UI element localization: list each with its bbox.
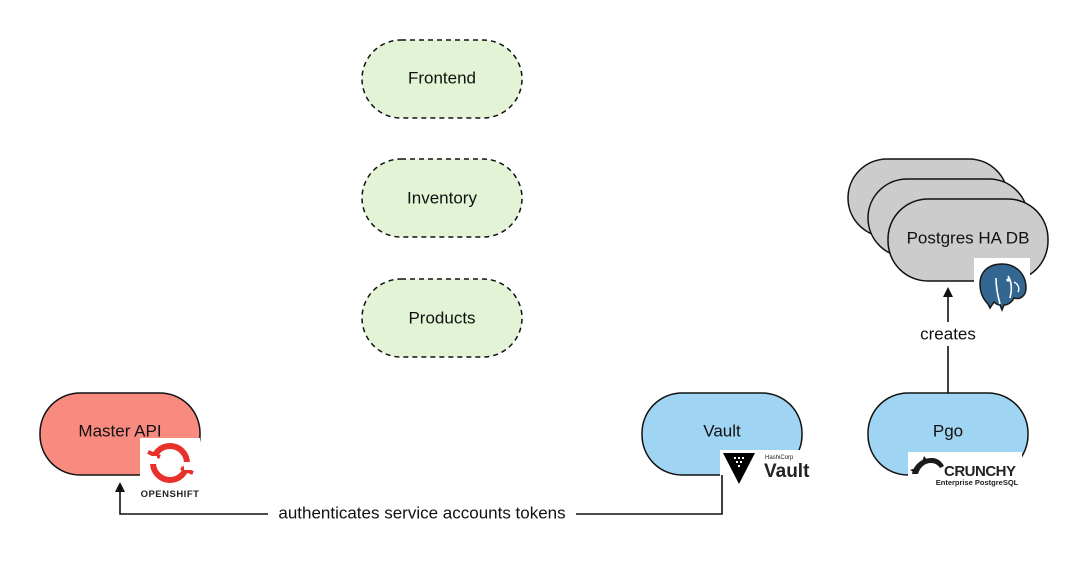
inventory-node-shape [361,158,523,238]
inventory-node[interactable]: Inventory [361,158,523,238]
authenticates-edge-label: authenticates service accounts tokens [278,504,565,523]
authenticates-edge: authenticates service accounts tokens [115,475,723,526]
openshift-logo-icon: OPENSHIFT [140,438,200,506]
products-node-shape [361,278,523,358]
creates-edge: creates [912,287,984,393]
vault-logo-brand: HashiCorp [765,455,794,461]
authenticates-edge-label-bg [268,502,576,526]
postgres-label: Postgres HA DB [907,229,1030,248]
frontend-label: Frontend [408,69,476,88]
frontend-node[interactable]: Frontend [361,39,523,119]
vault-label: Vault [703,422,741,441]
creates-edge-label: creates [920,325,976,344]
openshift-logo-text: OPENSHIFT [141,489,200,500]
crunchy-logo-text: CRUNCHY [944,463,1016,480]
vault-logo-icon: HashiCorp Vault [720,450,820,486]
products-node[interactable]: Products [361,278,523,358]
vault-logo-text: Vault [764,461,810,482]
postgres-ha-db-node[interactable]: Postgres HA DB [847,158,1049,282]
master-api-label: Master API [78,422,161,441]
creates-edge-label-bg [912,322,984,346]
crunchy-logo-subtext: Enterprise PostgreSQL [936,478,1019,487]
crunchy-logo-icon: CRUNCHY Enterprise PostgreSQL [908,452,1022,488]
pgo-label: Pgo [933,422,963,441]
products-label: Products [408,309,475,328]
inventory-label: Inventory [407,189,477,208]
frontend-node-shape [361,39,523,119]
postgres-elephant-icon [974,258,1030,313]
